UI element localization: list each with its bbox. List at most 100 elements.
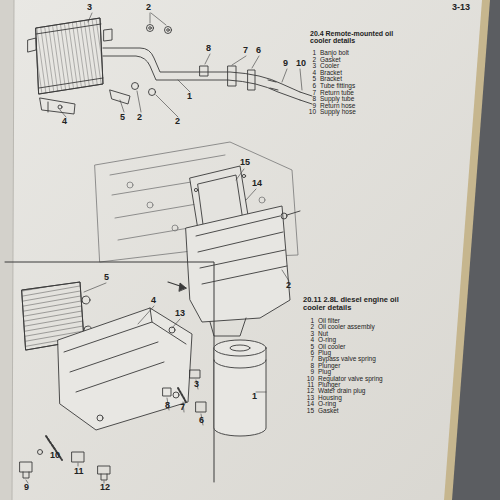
drawing-stroke xyxy=(36,18,103,94)
drawing-stroke xyxy=(12,0,14,500)
drawing-stroke xyxy=(84,283,106,292)
callout-number: 2 xyxy=(137,113,142,122)
drawing-stroke xyxy=(172,225,178,231)
drawing-stroke xyxy=(5,13,312,483)
drawing-stroke xyxy=(205,54,210,64)
callout-number: 15 xyxy=(240,158,250,167)
drawing-stroke xyxy=(214,348,266,436)
callout-number: 4 xyxy=(151,296,156,305)
drawing-stroke xyxy=(230,345,250,351)
drawing-stroke xyxy=(72,452,84,462)
callout-number: 8 xyxy=(206,44,211,53)
callout-number: 11 xyxy=(74,467,84,476)
callout-number: 5 xyxy=(104,273,109,282)
part-name: Gasket xyxy=(318,408,339,415)
drawing-stroke xyxy=(78,463,79,466)
drawing-stroke xyxy=(0,0,482,500)
drawing-stroke xyxy=(150,13,151,23)
drawing-stroke xyxy=(46,436,62,460)
callout-number: 1 xyxy=(252,392,257,401)
drawing-stroke xyxy=(300,92,312,104)
drawing-stroke xyxy=(38,450,43,455)
callout-number: 7 xyxy=(243,46,248,55)
callout-number: 7 xyxy=(180,403,185,412)
drawing-stroke xyxy=(26,169,289,483)
page-number: 3-13 xyxy=(452,3,470,12)
drawing-stroke xyxy=(120,100,124,112)
drawing-stroke xyxy=(281,213,287,219)
drawing-stroke xyxy=(194,188,197,191)
part-name: Supply hose xyxy=(320,109,356,116)
drawing-stroke xyxy=(151,13,166,25)
drawing-stroke xyxy=(147,25,154,32)
drawing-stroke xyxy=(287,211,300,215)
callout-number: 3 xyxy=(194,380,199,389)
callout-number: 4 xyxy=(62,117,67,126)
drawing-stroke xyxy=(39,78,103,88)
drawing-stroke xyxy=(132,83,139,90)
drawing-stroke xyxy=(36,24,101,34)
drawing-stroke xyxy=(173,392,179,398)
drawing-stroke xyxy=(52,444,56,450)
figure-caption: 20.11 2.8L diesel engine oil cooler deta… xyxy=(303,296,421,312)
drawing-stroke xyxy=(110,90,130,104)
callout-number: 6 xyxy=(256,46,261,55)
drawing-stroke xyxy=(97,415,103,421)
callout-number: 5 xyxy=(120,113,125,122)
drawing-stroke xyxy=(282,270,289,281)
drawing-stroke xyxy=(127,182,133,188)
drawing-stroke xyxy=(190,370,200,378)
drawing-stroke xyxy=(137,91,141,112)
drawing-stroke xyxy=(165,27,172,34)
drawing-stroke xyxy=(179,283,186,291)
drawing-stroke xyxy=(156,95,178,117)
callout-number: 10 xyxy=(296,59,306,68)
list-number: 10 xyxy=(304,109,316,116)
drawing-stroke xyxy=(36,18,103,94)
drawing-stroke xyxy=(268,80,278,90)
callout-number: 2 xyxy=(175,117,180,126)
drawing-stroke xyxy=(58,308,192,430)
drawing-stroke xyxy=(246,189,256,200)
drawing-stroke xyxy=(210,318,246,336)
callout-number: 2 xyxy=(146,3,151,12)
callout-number: 9 xyxy=(24,483,29,492)
drawing-stroke xyxy=(0,0,14,500)
callout-number: 6 xyxy=(199,416,204,425)
drawing-stroke xyxy=(147,202,153,208)
drawing-stroke xyxy=(232,56,246,65)
callout-number: 1 xyxy=(187,92,192,101)
drawing-stroke xyxy=(236,169,244,180)
drawing-stroke xyxy=(214,340,266,356)
drawing-stroke xyxy=(5,262,214,482)
drawing-stroke xyxy=(60,13,302,117)
drawing-stroke xyxy=(186,206,290,322)
drawing-stroke xyxy=(200,66,255,90)
callout-number: 12 xyxy=(100,483,110,492)
drawing-stroke xyxy=(196,402,206,412)
drawing-stroke xyxy=(28,29,112,52)
drawing-stroke xyxy=(88,13,92,22)
drawing-stroke xyxy=(256,392,266,393)
callout-number: 8 xyxy=(165,401,170,410)
callout-number: 14 xyxy=(252,179,262,188)
drawing-stroke xyxy=(214,360,266,368)
drawing-stroke xyxy=(138,306,154,324)
drawing-stroke xyxy=(103,56,300,100)
drawing-stroke xyxy=(163,388,171,396)
callout-number: 9 xyxy=(283,59,288,68)
drawing-stroke xyxy=(149,89,156,96)
drawing-stroke xyxy=(20,462,32,478)
drawing-stroke xyxy=(242,174,245,177)
callout-number: 10 xyxy=(50,451,60,460)
drawing-stroke xyxy=(98,466,110,480)
drawing-stroke xyxy=(60,110,66,117)
drawing-stroke xyxy=(196,216,287,284)
drawing-stroke xyxy=(300,69,302,90)
figure-caption: 20.4 Remote-mounted oil cooler details xyxy=(310,30,402,45)
callout-number: 13 xyxy=(175,309,185,318)
drawing-stroke xyxy=(40,98,75,114)
drawing-stroke xyxy=(58,105,62,109)
drawing-stroke xyxy=(167,29,170,32)
